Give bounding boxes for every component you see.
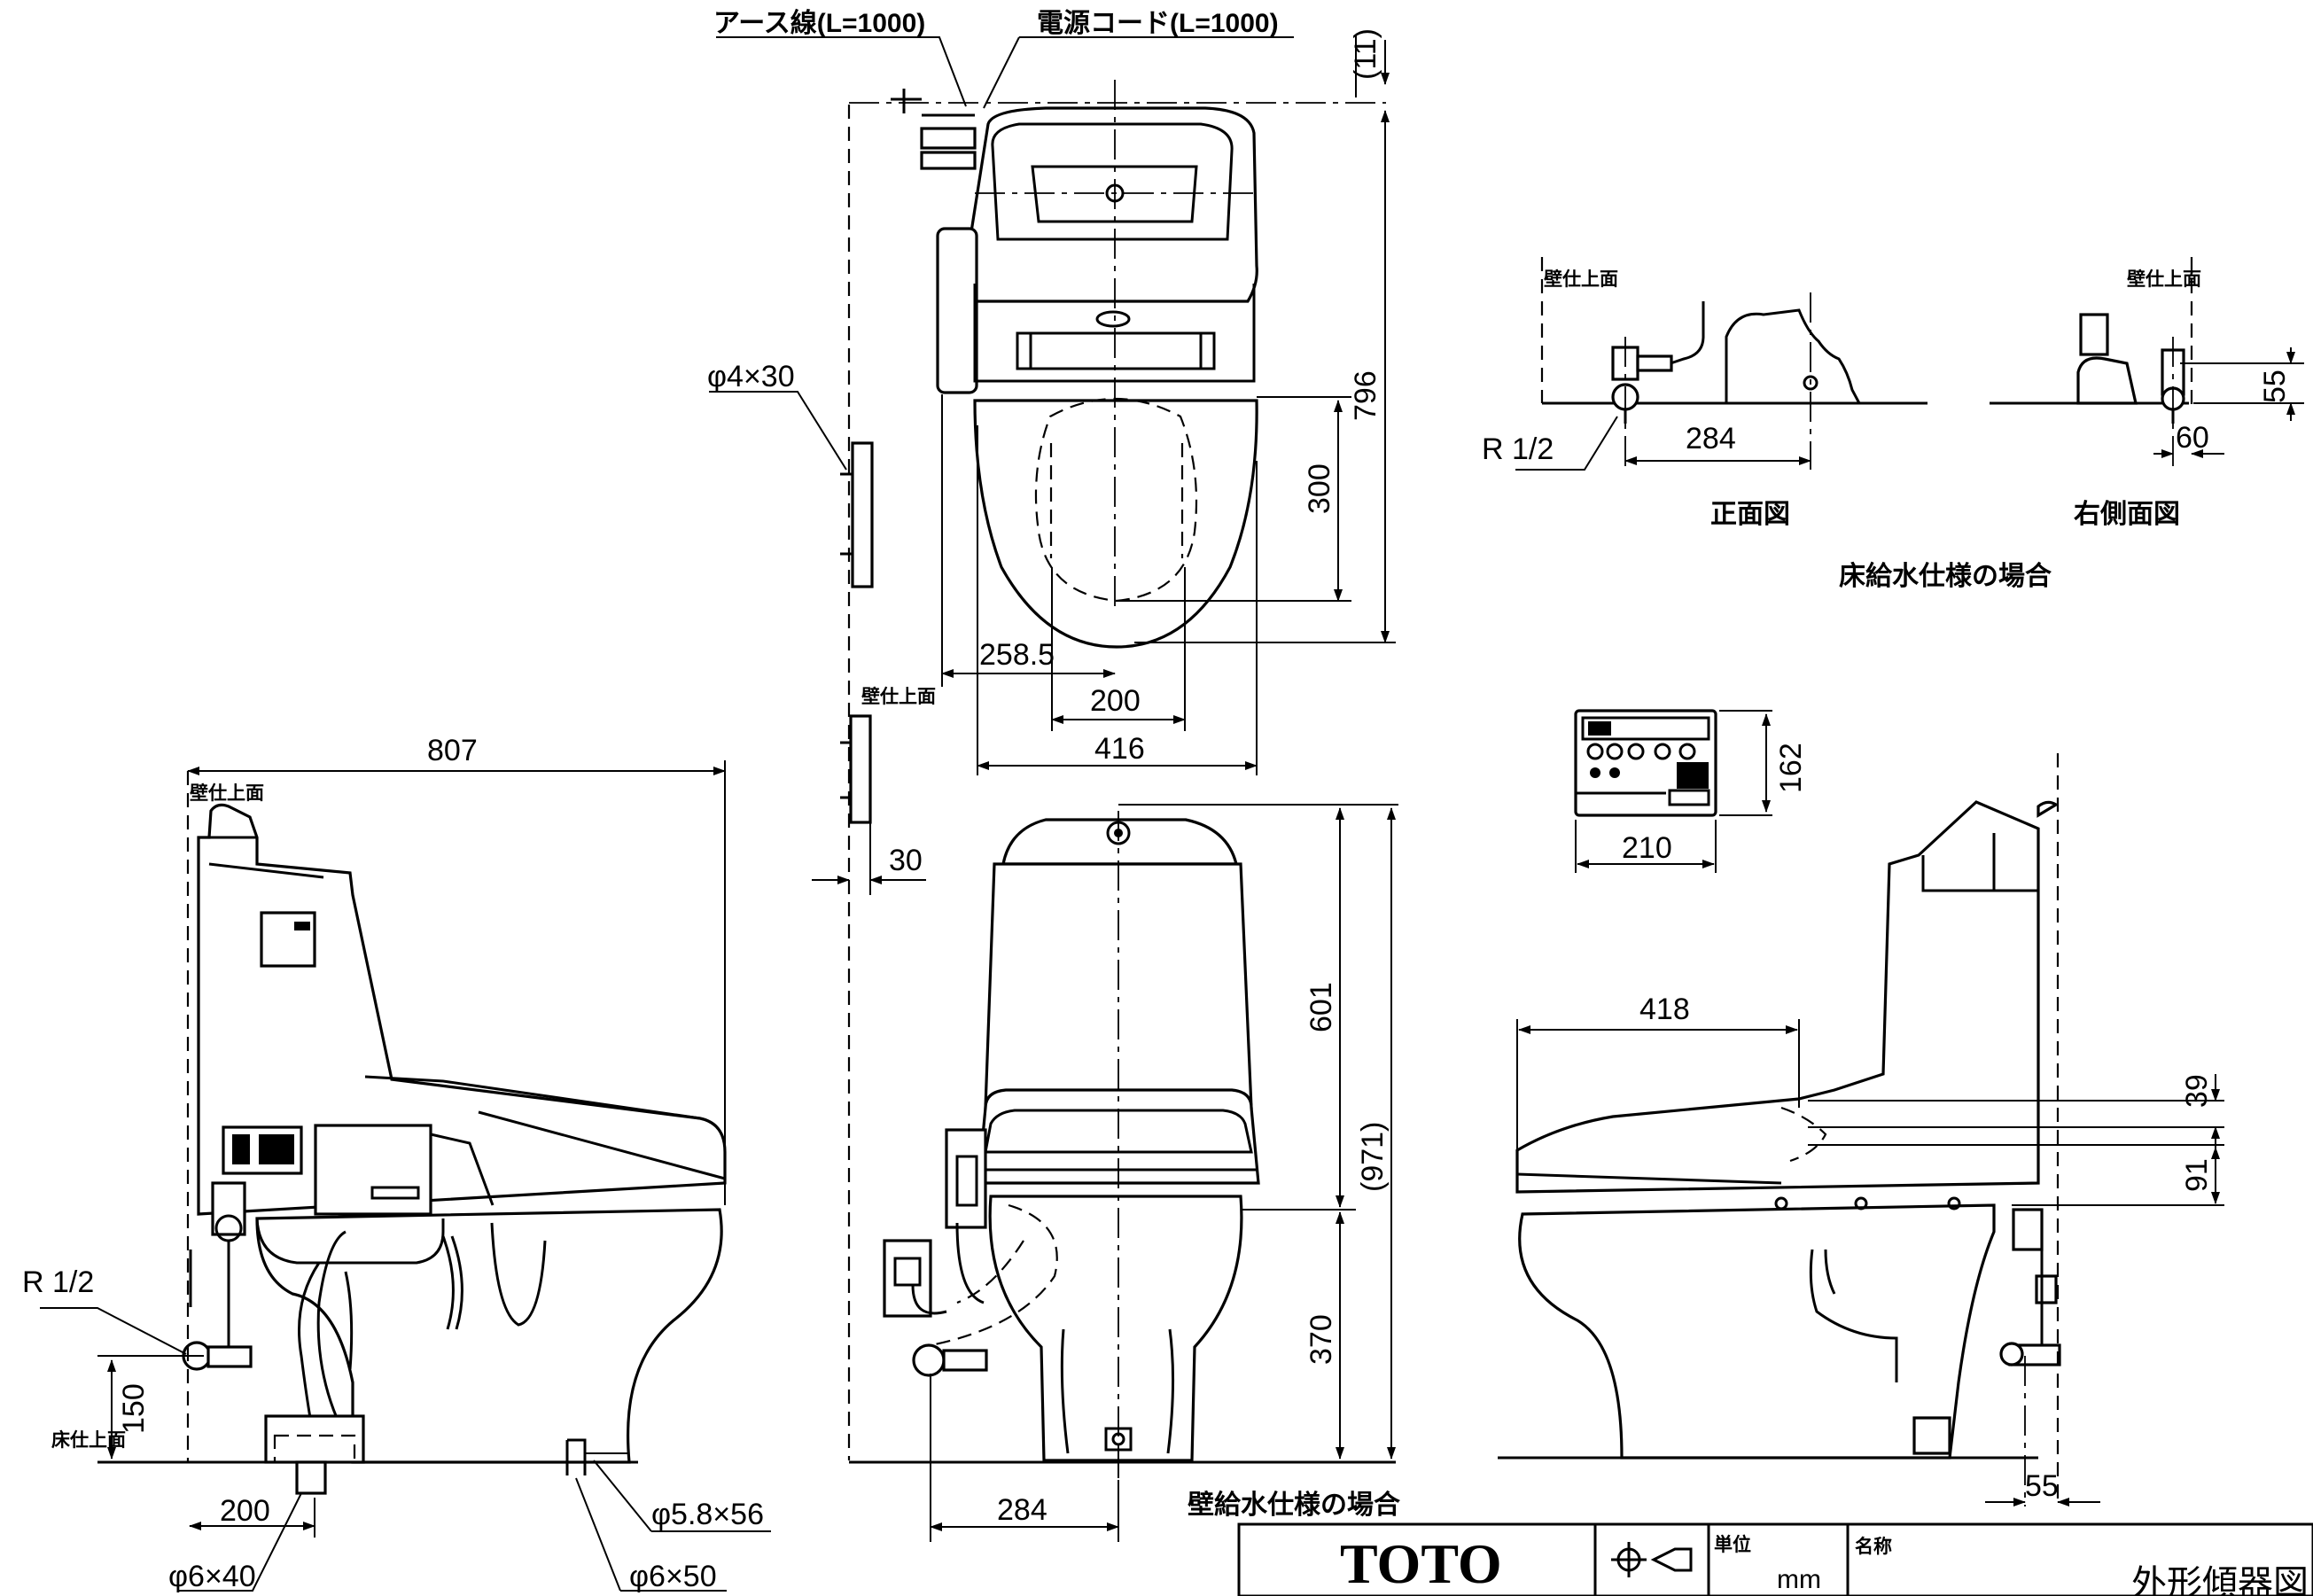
dim-258-5: 258.5 — [979, 638, 1055, 672]
dim-phi4x30: φ4×30 — [707, 360, 795, 393]
brand-logo: TOTO — [1340, 1532, 1502, 1595]
dim-601: 601 — [1304, 982, 1338, 1032]
unit-label: 単位 — [1714, 1534, 1751, 1555]
floor-supply-front-view — [1515, 257, 1928, 471]
dim-284-floor: 284 — [1686, 422, 1736, 455]
remote-control — [1574, 709, 1772, 873]
dim-55-right: 55 — [2025, 1469, 2059, 1503]
dim-416: 416 — [1094, 732, 1145, 766]
dim-91: 91 — [2180, 1158, 2214, 1192]
dim-11: (11) — [1349, 28, 1382, 80]
earth-wire-label: アース線(L=1000) — [713, 8, 925, 38]
wall-finish-label-floor-right: 壁仕上面 — [2127, 269, 2201, 290]
dim-150: 150 — [117, 1383, 151, 1434]
dim-210: 210 — [1622, 831, 1672, 865]
power-cord-label: 電源コード(L=1000) — [1037, 9, 1279, 38]
dim-370: 370 — [1304, 1314, 1338, 1365]
front-view — [812, 714, 1398, 1542]
name-value: 外形傾器図 — [2131, 1564, 2309, 1596]
dim-971: (971) — [1356, 1122, 1390, 1192]
r-half-left: R 1/2 — [22, 1265, 94, 1299]
wall-supply-case-label: 壁給水仕様の場合 — [1188, 1490, 1400, 1520]
dim-796: 796 — [1349, 370, 1382, 421]
dim-162: 162 — [1774, 743, 1808, 793]
dim-807: 807 — [427, 734, 478, 767]
dim-284-front: 284 — [997, 1493, 1047, 1527]
top-view — [709, 35, 1396, 1460]
name-label: 名称 — [1855, 1536, 1892, 1557]
dim-55-floor: 55 — [2258, 370, 2292, 403]
right-side-view — [1498, 753, 2224, 1506]
dim-30: 30 — [889, 844, 923, 877]
dim-200-side: 200 — [220, 1494, 270, 1528]
dim-phi6x50: φ6×50 — [629, 1560, 717, 1593]
dim-39: 39 — [2180, 1074, 2214, 1108]
right-side-view-label: 右側面図 — [2074, 500, 2180, 529]
unit-value: mm — [1777, 1565, 1821, 1594]
floor-supply-right-view — [1990, 257, 2304, 470]
floor-supply-case-label: 床給水仕様の場合 — [1839, 561, 2052, 591]
dim-200-top: 200 — [1090, 684, 1141, 718]
r-half-floor: R 1/2 — [1482, 432, 1554, 466]
wall-finish-label-floor-front: 壁仕上面 — [1544, 269, 1618, 290]
dim-60: 60 — [2176, 421, 2209, 455]
dim-300: 300 — [1303, 463, 1336, 514]
dim-phi6x40: φ6×40 — [168, 1560, 256, 1593]
floor-finish-label: 床仕上面 — [51, 1429, 126, 1451]
dim-phi5-8x56: φ5.8×56 — [651, 1498, 764, 1531]
wall-finish-label-side: 壁仕上面 — [190, 782, 264, 804]
front-view-label: 正面図 — [1710, 500, 1790, 529]
dim-418: 418 — [1639, 993, 1690, 1026]
left-side-view — [40, 760, 771, 1592]
wall-finish-label-front: 壁仕上面 — [861, 686, 936, 707]
title-block — [1237, 1522, 2313, 1596]
